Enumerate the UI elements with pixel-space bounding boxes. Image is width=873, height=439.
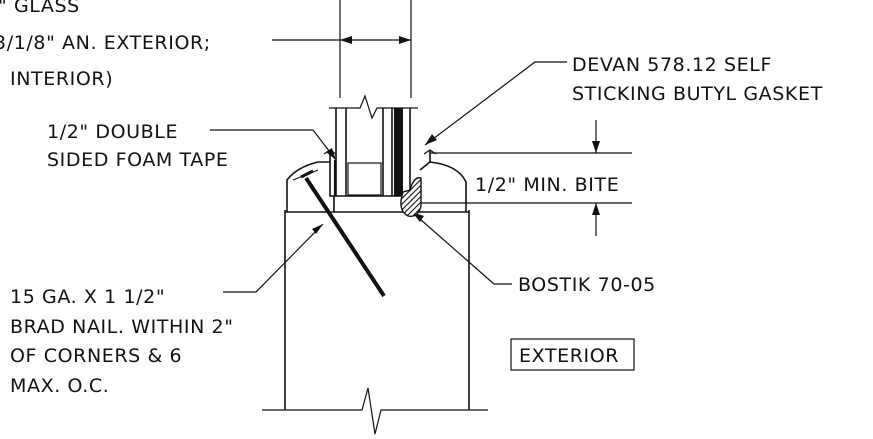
glass-label-line3: INTERIOR) — [10, 68, 113, 90]
gasket-label-line2: STICKING BUTYL GASKET — [572, 83, 823, 105]
exterior-label-box — [510, 338, 635, 371]
butyl-gasket — [394, 108, 411, 196]
nail-label-line4: MAX. O.C. — [10, 375, 109, 397]
bottom-break-line — [262, 387, 488, 435]
glass-label-line1: " GLASS — [0, 0, 80, 17]
gasket-leader — [424, 61, 567, 146]
exterior-label: EXTERIOR — [519, 345, 619, 367]
tape-label-line2: SIDED FOAM TAPE — [47, 149, 229, 171]
sealant-bead — [400, 177, 422, 217]
glass-thickness-dimension — [306, 0, 412, 98]
glass-unit — [329, 94, 418, 196]
tape-leader — [210, 129, 337, 161]
brad-nail — [300, 169, 386, 298]
frame-profile — [284, 149, 470, 410]
nail-label-line3: OF CORNERS & 6 — [10, 345, 182, 367]
gasket-label-line1: DEVAN 578.12 SELF — [572, 54, 772, 76]
nail-label-line1: 15 GA. X 1 1/2" — [10, 286, 165, 308]
glass-label-line2: 3/1/8" AN. EXTERIOR; — [0, 32, 211, 54]
sealant-label: BOSTIK 70-05 — [518, 274, 656, 296]
bite-dimension — [416, 120, 632, 236]
sealant-leader — [411, 211, 512, 285]
tape-label-line1: 1/2" DOUBLE — [47, 121, 178, 143]
nail-label-line2: BRAD NAIL. WITHIN 2" — [10, 316, 234, 338]
nail-leader — [223, 223, 324, 293]
bite-label: 1/2" MIN. BITE — [475, 174, 619, 196]
